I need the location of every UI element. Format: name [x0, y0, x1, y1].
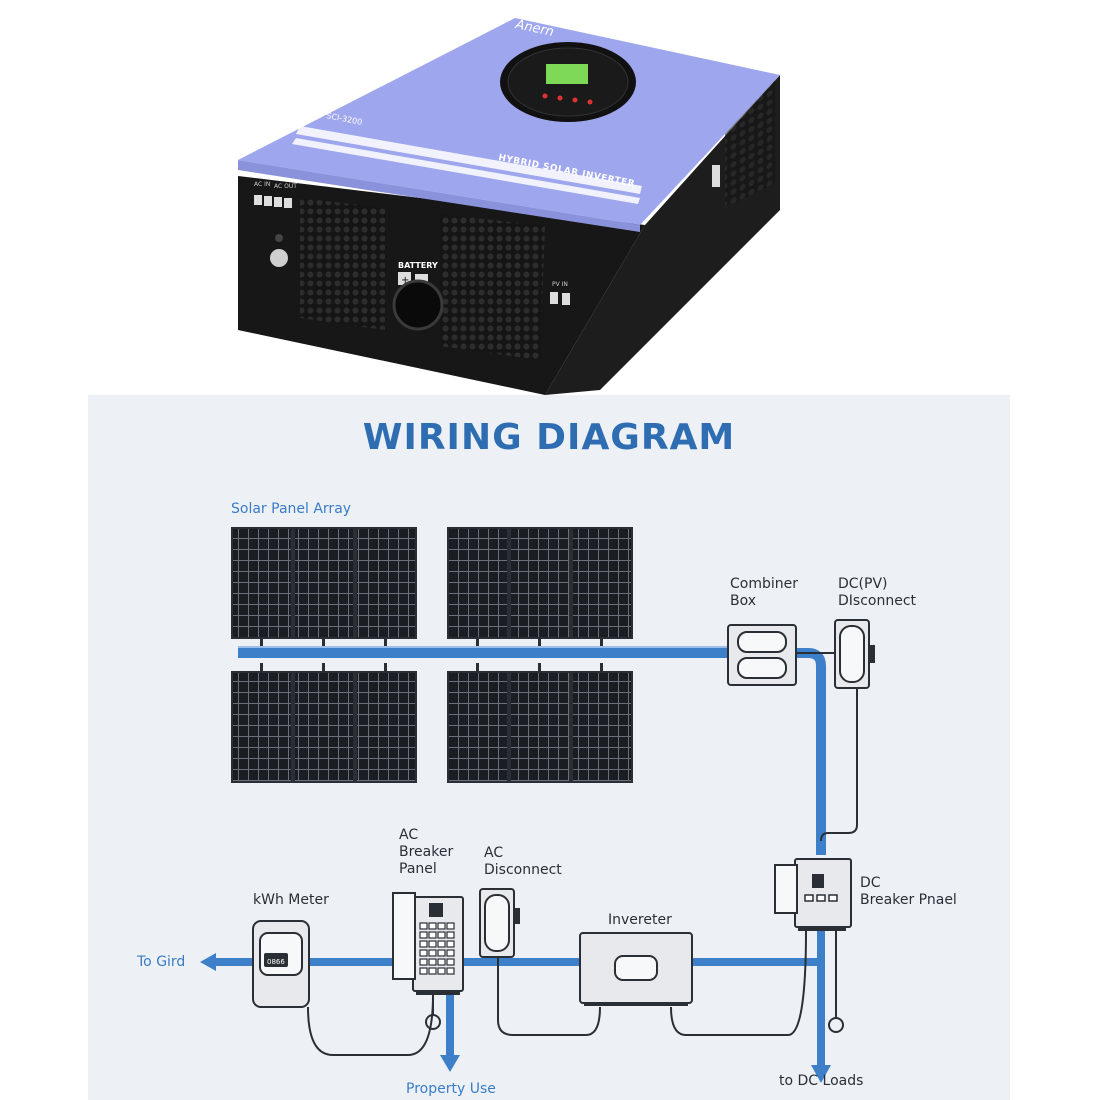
to-grid-arrow: [200, 953, 216, 971]
ac-disconnect: [479, 888, 520, 958]
diagram-title: WIRING DIAGRAM: [362, 417, 736, 458]
inverter-label: Invereter: [608, 912, 672, 928]
side-switch: [712, 165, 720, 187]
solar-panel: [509, 671, 571, 783]
solar-panel: [447, 671, 509, 783]
ground-icon: [828, 1017, 844, 1033]
svg-text:+: +: [401, 275, 409, 286]
dc-loads-arrow: [811, 1065, 831, 1083]
solar-panel: [509, 527, 571, 639]
to-grid-label: To Gird: [137, 954, 186, 970]
dc-disconnect-label: DC(PV) DIsconnect: [838, 576, 917, 609]
power-switch: [270, 249, 288, 267]
solar-panel: [447, 527, 509, 639]
combiner-box-label: Combiner Box: [730, 576, 798, 609]
property-use-label: Property Use: [406, 1081, 496, 1097]
ac-line-wire: [208, 958, 818, 966]
ac-in-label: AC IN: [254, 181, 270, 188]
dc-breaker-panel: [774, 858, 852, 931]
reset-icon: [275, 234, 283, 242]
wiring-diagram-panel: WIRING DIAGRAM: [88, 395, 1010, 1100]
inverter-illustration: Anern SCI-3200 HYBRID SOLAR INVERTER AC …: [238, 17, 780, 395]
ac-out-label: AC OUT: [274, 183, 297, 190]
kwh-meter: 0866: [252, 920, 310, 1008]
solar-panel: [571, 527, 633, 639]
dc-pv-disconnect: [834, 619, 875, 689]
dc-bus-wire: [238, 648, 728, 658]
meter-reading: 0866: [267, 958, 285, 966]
solar-panel: [355, 671, 417, 783]
lcd-screen: [546, 64, 588, 84]
solar-panel: [231, 527, 293, 639]
solar-array-label: Solar Panel Array: [231, 501, 352, 517]
battery-label: BATTERY: [398, 261, 438, 270]
solar-panel: [571, 671, 633, 783]
dc-loads-label: to DC Loads: [779, 1073, 864, 1089]
property-use-wire: [446, 995, 454, 1060]
kwh-meter-label: kWh Meter: [253, 892, 329, 908]
solar-panel: [355, 527, 417, 639]
solar-panel: [231, 671, 293, 783]
solar-panel-array: [231, 527, 633, 783]
ac-terminals: [254, 195, 292, 208]
dc-main-wire: [796, 648, 826, 855]
right-fan-vent: [440, 214, 545, 360]
solar-panel: [293, 527, 355, 639]
inverter-product-image: Anern SCI-3200 HYBRID SOLAR INVERTER AC …: [0, 0, 1100, 395]
property-use-arrow: [440, 1055, 460, 1072]
ac-breaker-label: AC Breaker Panel: [399, 827, 454, 877]
combiner-box: [727, 624, 797, 686]
solar-panel: [293, 671, 355, 783]
pv-in-label: PV IN: [552, 281, 568, 288]
inverter-side-face: [545, 75, 780, 395]
dc-loads-wire: [817, 931, 825, 1071]
wiring-diagram-drawing: 0866: [200, 527, 875, 1083]
left-fan-vent: [300, 198, 385, 330]
ac-disconnect-label: AC Disconnect: [484, 845, 562, 878]
battery-cable-grommet: [392, 279, 444, 331]
inverter-top-face: [238, 18, 780, 225]
ac-breaker-panel: [392, 892, 464, 995]
inverter-unit: [579, 932, 693, 1006]
ground-icon: [425, 1014, 441, 1030]
dc-breaker-label: DC Breaker Pnael: [860, 875, 957, 908]
